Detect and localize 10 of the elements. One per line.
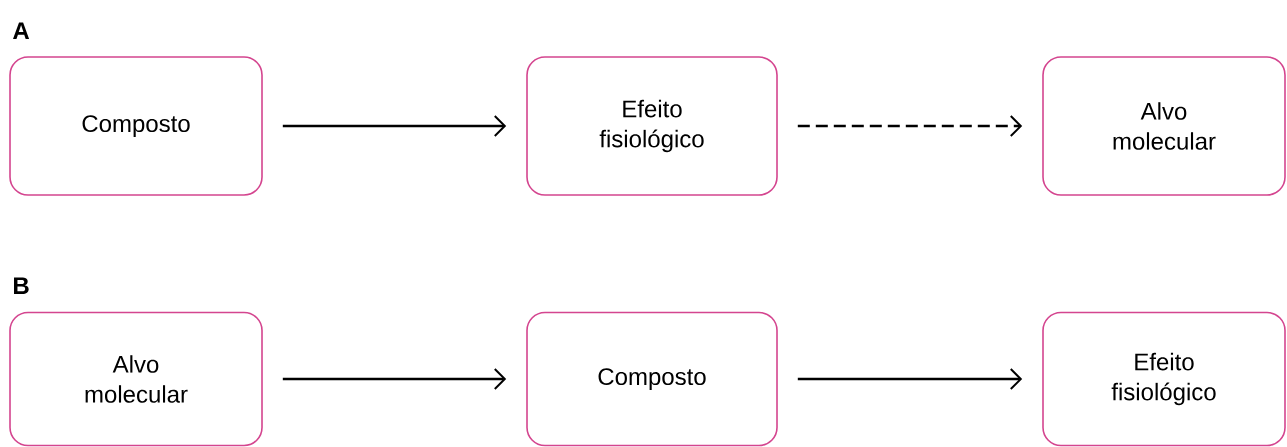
process-box: Alvo molecular — [9, 311, 263, 447]
process-box: Composto — [9, 56, 263, 196]
process-box: Composto — [526, 311, 778, 447]
arrow — [282, 368, 507, 390]
arrow — [797, 368, 1023, 390]
process-box: Alvo molecular — [1042, 56, 1286, 196]
arrow — [282, 115, 507, 137]
process-box: Efeito fisiológico — [526, 56, 778, 196]
arrow — [797, 115, 1023, 137]
process-box: Efeito fisiológico — [1042, 311, 1286, 447]
